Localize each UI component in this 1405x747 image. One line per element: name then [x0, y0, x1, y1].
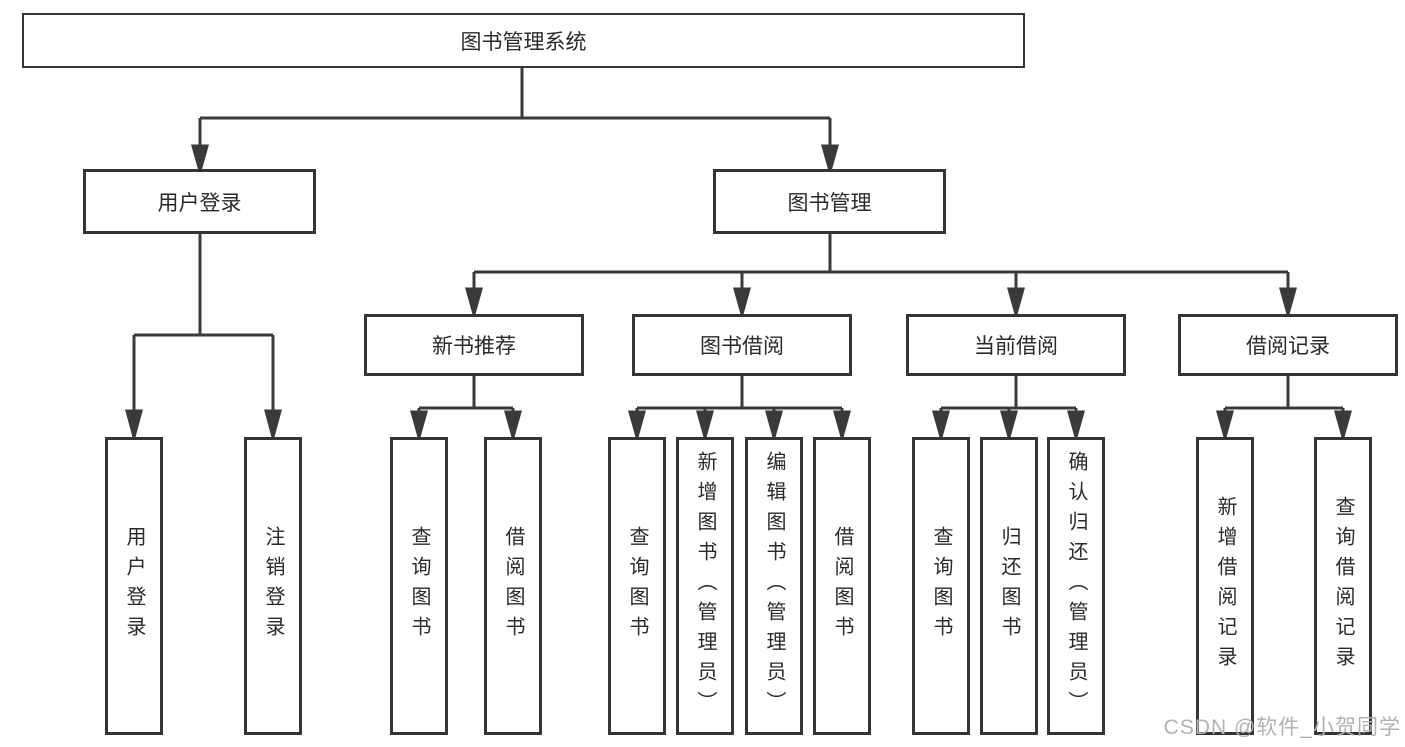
arrowhead-icon — [833, 410, 851, 443]
node-new-book-recommend-label: 新书推荐 — [432, 335, 516, 358]
arrowhead-icon — [696, 410, 714, 443]
connector-line — [132, 234, 275, 411]
node-recommend-borrow-book: 借阅图书 — [484, 437, 542, 735]
node-recommend-borrow-book-label: 借阅图书 — [502, 526, 524, 646]
node-root: 图书管理系统 — [22, 13, 1025, 68]
connector-line — [635, 376, 844, 412]
arrowhead-icon — [1334, 410, 1352, 443]
node-borrow-borrow-book-label: 借阅图书 — [831, 526, 853, 646]
arrowhead-icon — [264, 409, 282, 443]
node-logout-action: 注销登录 — [244, 437, 302, 735]
arrowhead-icon — [821, 144, 839, 177]
node-records-add-record: 新增借阅记录 — [1196, 437, 1254, 735]
node-logout-action-label: 注销登录 — [262, 526, 284, 646]
arrowhead-icon — [1067, 410, 1085, 443]
connector-line — [1223, 376, 1345, 412]
node-current-query-book: 查询图书 — [912, 437, 970, 735]
arrowhead-icon — [465, 287, 483, 320]
arrowhead-icon — [1000, 410, 1018, 443]
connector-current-borrow-children — [932, 376, 1085, 443]
arrowhead-icon — [932, 410, 950, 443]
arrowhead-icon — [733, 287, 751, 320]
node-current-borrow-label: 当前借阅 — [974, 335, 1058, 358]
node-user-login-action: 用户登录 — [105, 437, 163, 735]
arrowhead-icon — [628, 410, 646, 443]
connector-book-management-children — [465, 234, 1297, 320]
node-root-label: 图书管理系统 — [460, 30, 587, 54]
arrowhead-icon — [191, 144, 209, 177]
node-borrow-add-book-admin-label: 新增图书（管理员） — [694, 451, 716, 721]
node-recommend-query-book-label: 查询图书 — [408, 526, 430, 646]
arrowhead-icon — [504, 410, 522, 443]
node-current-borrow: 当前借阅 — [906, 314, 1126, 376]
connector-new-book-recommend-children — [410, 376, 522, 443]
connector-line — [472, 234, 1290, 289]
node-borrow-edit-book-admin-label: 编辑图书（管理员） — [763, 451, 785, 721]
node-borrow-borrow-book: 借阅图书 — [813, 437, 871, 735]
node-records-query-record: 查询借阅记录 — [1314, 437, 1372, 735]
node-user-login: 用户登录 — [83, 169, 316, 234]
connector-root-to-level2 — [191, 68, 839, 177]
node-current-confirm-return-admin-label: 确认归还（管理员） — [1065, 451, 1087, 721]
node-book-management: 图书管理 — [713, 169, 946, 234]
node-borrow-add-book-admin: 新增图书（管理员） — [676, 437, 734, 735]
node-records-query-record-label: 查询借阅记录 — [1332, 496, 1354, 676]
arrowhead-icon — [765, 410, 783, 443]
connector-line — [939, 376, 1078, 412]
arrowhead-icon — [1216, 410, 1234, 443]
connector-user-login-children — [125, 234, 282, 443]
node-borrow-query-book: 查询图书 — [608, 437, 666, 735]
node-current-confirm-return-admin: 确认归还（管理员） — [1047, 437, 1105, 735]
arrowhead-icon — [1007, 287, 1025, 320]
connector-borrow-records-children — [1216, 376, 1352, 443]
node-user-login-action-label: 用户登录 — [123, 526, 145, 646]
node-borrow-edit-book-admin: 编辑图书（管理员） — [745, 437, 803, 735]
node-book-borrow-label: 图书借阅 — [700, 335, 784, 358]
node-current-query-book-label: 查询图书 — [930, 526, 952, 646]
node-new-book-recommend: 新书推荐 — [364, 314, 584, 376]
node-current-return-book: 归还图书 — [980, 437, 1038, 735]
node-records-add-record-label: 新增借阅记录 — [1214, 496, 1236, 676]
arrowhead-icon — [410, 410, 428, 443]
arrowhead-icon — [125, 409, 143, 443]
csdn-watermark: CSDN @软件_小贺同学 — [1163, 716, 1401, 739]
connector-line — [417, 376, 515, 412]
node-current-return-book-label: 归还图书 — [998, 526, 1020, 646]
node-user-login-label: 用户登录 — [157, 191, 242, 215]
node-borrow-records-label: 借阅记录 — [1246, 335, 1330, 358]
node-book-borrow: 图书借阅 — [632, 314, 852, 376]
connector-line — [198, 68, 832, 146]
node-borrow-records: 借阅记录 — [1178, 314, 1398, 376]
node-recommend-query-book: 查询图书 — [390, 437, 448, 735]
node-book-management-label: 图书管理 — [787, 191, 872, 215]
arrowhead-icon — [1279, 287, 1297, 320]
connector-book-borrow-children — [628, 376, 851, 443]
node-borrow-query-book-label: 查询图书 — [626, 526, 648, 646]
